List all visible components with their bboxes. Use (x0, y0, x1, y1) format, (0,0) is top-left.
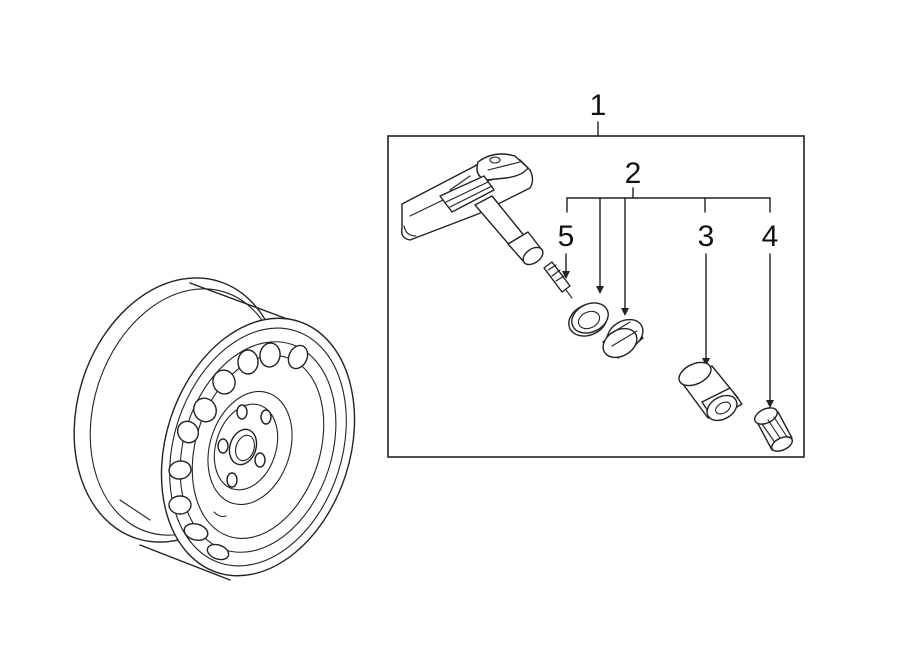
tpms-kit-box (387, 135, 805, 458)
tpms-sensor (400, 153, 573, 299)
seal-washer (568, 302, 609, 337)
callout-5: 5 (558, 220, 575, 253)
callout-2: 2 (625, 157, 642, 190)
callout-1: 1 (590, 89, 607, 122)
steel-wheel (73, 277, 356, 581)
callout-3: 3 (698, 220, 715, 253)
valve-cap-4 (754, 407, 793, 452)
callout-4: 4 (762, 220, 779, 253)
valve-nut (602, 318, 644, 359)
valve-stem-cap-3 (678, 361, 743, 422)
